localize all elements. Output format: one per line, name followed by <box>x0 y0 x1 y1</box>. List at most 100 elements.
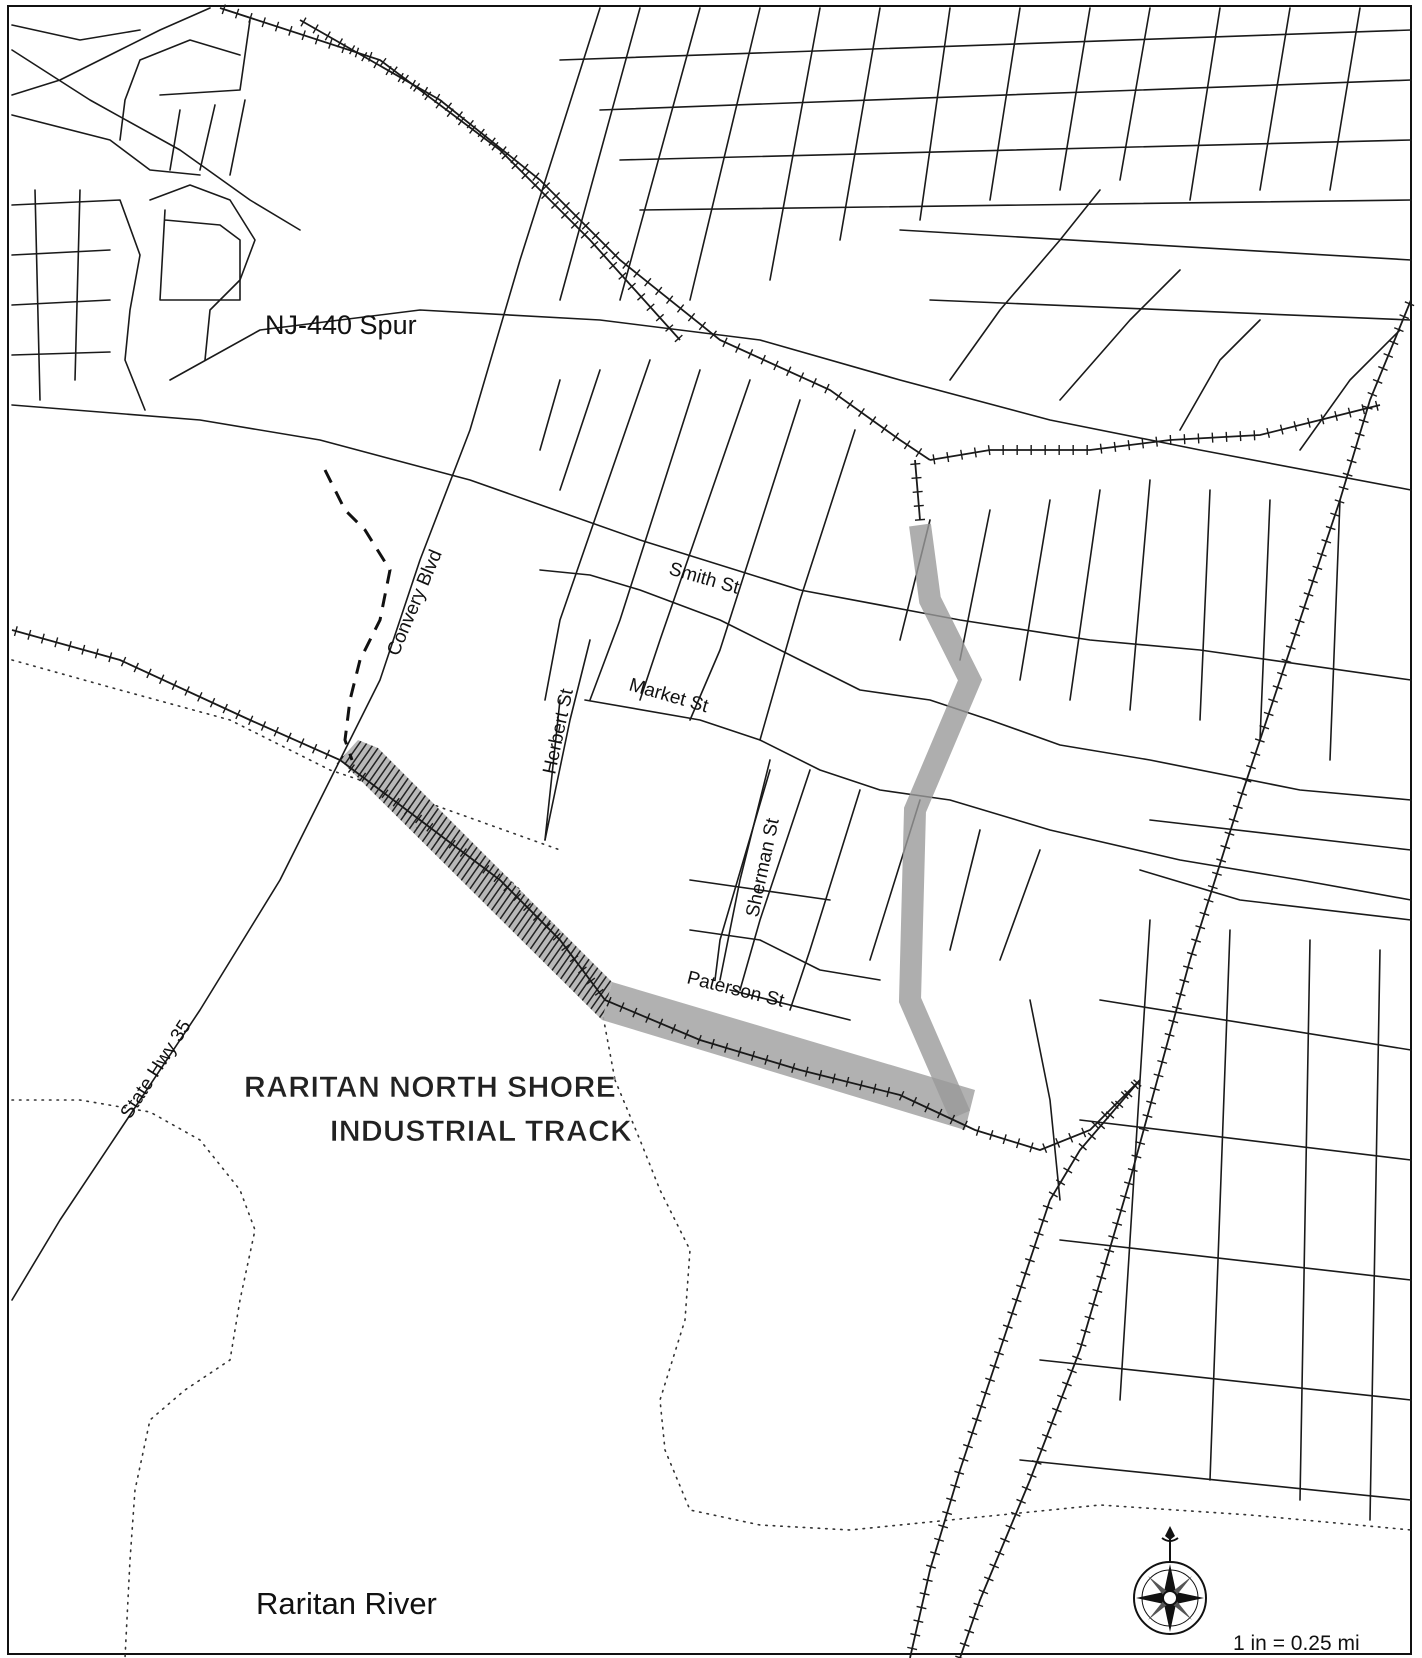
rail-tie <box>347 764 355 773</box>
rail-tie <box>513 893 522 902</box>
rail-tie <box>1246 764 1256 770</box>
rail-tie <box>989 1130 994 1141</box>
rail-tie <box>446 108 454 118</box>
rail-tie <box>1199 911 1210 917</box>
rail-tie <box>1005 1524 1016 1530</box>
rail-tie <box>480 133 488 143</box>
rail-tie <box>987 445 991 456</box>
rail-tie <box>911 476 922 480</box>
rail-tie <box>1266 427 1271 438</box>
rail-tie <box>1342 472 1353 477</box>
rail-tie <box>655 313 665 322</box>
rail-tie <box>94 648 99 659</box>
rail-tie <box>1042 1204 1053 1210</box>
rail-tie <box>171 680 178 690</box>
rail-tie <box>336 755 344 765</box>
rail-tie <box>197 692 203 702</box>
rail-tie <box>532 172 540 182</box>
rail-tie <box>221 4 227 15</box>
rail-tie <box>1031 1459 1042 1465</box>
rail-tie <box>1197 433 1200 444</box>
rail-tie <box>1155 436 1158 447</box>
rail-tie <box>1067 1368 1077 1374</box>
rail-tie <box>260 721 267 731</box>
rail-tie <box>1334 410 1338 422</box>
rail-tie <box>542 922 551 931</box>
rail-tie <box>299 738 305 748</box>
rail-tie <box>950 1484 961 1489</box>
rail-tie <box>1358 418 1369 424</box>
rail-tie <box>482 864 490 874</box>
rail-tie <box>1123 1181 1134 1186</box>
rail-tie <box>658 1018 664 1029</box>
rail-tie <box>426 822 434 832</box>
rail-tie <box>1108 1235 1119 1240</box>
map-title-line2: INDUSTRIAL TRACK <box>330 1115 632 1148</box>
rail-tie <box>1250 751 1261 757</box>
rail-tie <box>570 220 579 229</box>
rail-tie <box>930 1551 941 1556</box>
rail-tie <box>791 1062 796 1073</box>
rail-tie <box>913 504 924 507</box>
rail-tie <box>1056 1394 1067 1400</box>
rail-tie <box>222 703 228 714</box>
rail-tie <box>824 383 830 394</box>
rail-tie <box>1372 378 1383 384</box>
rail-tie <box>1346 459 1357 464</box>
rail-tie <box>618 272 627 280</box>
rail-tie <box>437 831 445 841</box>
rail-tie <box>373 58 380 69</box>
rail-tie <box>676 304 685 313</box>
rail-tie <box>910 462 921 466</box>
rail-tie <box>409 79 416 90</box>
rail-tie <box>869 416 877 426</box>
rail-tie <box>457 116 465 126</box>
rail-tie <box>133 662 139 673</box>
rail-tie <box>273 726 279 737</box>
rail-tie <box>1179 978 1190 983</box>
rail-tie <box>1153 1073 1164 1078</box>
rail-tie <box>608 261 618 270</box>
rail-tie <box>13 626 18 637</box>
rail-tie <box>381 789 389 799</box>
rail-tie <box>892 432 900 442</box>
rail-tie <box>915 448 923 458</box>
rail-tie <box>845 1076 850 1087</box>
rail-tie <box>777 1058 782 1069</box>
rail-tie <box>1279 424 1284 435</box>
rail-tie <box>934 1537 945 1542</box>
rail-tie <box>1092 1288 1103 1294</box>
rail-tie <box>919 1592 930 1596</box>
street-grid <box>11 7 1412 1521</box>
rail-tie <box>1133 1079 1142 1087</box>
map-title-line1: RARITAN NORTH SHORE <box>244 1071 616 1104</box>
rail-tie <box>687 312 696 322</box>
rail-tie <box>531 181 540 190</box>
rail-tie <box>737 1046 742 1057</box>
rail-tie <box>328 38 333 49</box>
rail-tie <box>622 260 630 270</box>
rail-tie <box>424 91 432 101</box>
rail-tie <box>499 146 507 155</box>
rail-tie <box>601 241 610 250</box>
rail-tie <box>1099 443 1103 454</box>
rail-tie <box>1011 1297 1022 1303</box>
rail-tie <box>709 330 718 340</box>
rail-tie <box>359 772 367 782</box>
rail-tie <box>336 38 344 48</box>
rail-tie <box>1277 671 1287 677</box>
rail-tie <box>880 424 888 434</box>
rail-tie <box>1112 1221 1123 1226</box>
rail-tie <box>912 490 923 494</box>
rail-tie <box>959 1642 970 1647</box>
rail-tie <box>27 629 32 640</box>
rail-tie <box>611 251 620 260</box>
convery-blvd-label: Convery Blvd <box>383 547 446 659</box>
rail-tie <box>1171 1005 1182 1010</box>
rail-tie <box>632 1007 638 1018</box>
rail-tie <box>390 66 398 76</box>
rail-tie <box>1239 431 1242 442</box>
rail-tie <box>1263 711 1274 717</box>
rail-tie <box>81 644 86 655</box>
